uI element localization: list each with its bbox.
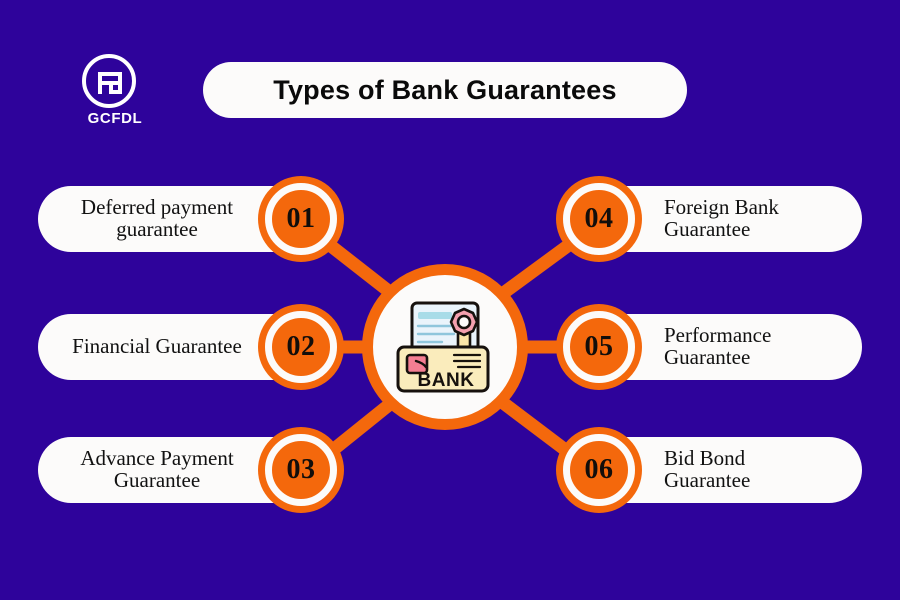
item-badge-05[interactable]: 05 <box>563 311 635 383</box>
item-number-05: 05 <box>584 331 614 362</box>
item-number-06: 06 <box>584 454 614 485</box>
item-badge-04[interactable]: 04 <box>563 183 635 255</box>
item-number-04: 04 <box>584 203 614 234</box>
item-number-01: 01 <box>286 203 316 234</box>
item-label-02: Financial Guarantee <box>72 334 242 359</box>
item-badge-06[interactable]: 06 <box>563 434 635 506</box>
item-number-03: 03 <box>286 454 316 485</box>
item-badge-01[interactable]: 01 <box>265 183 337 255</box>
item-number-02: 02 <box>286 331 316 362</box>
page-title: Types of Bank Guarantees <box>203 62 687 118</box>
bank-guarantee-certificate-icon: BANK <box>392 297 498 397</box>
brand-logo: GCFDL <box>72 52 158 132</box>
brand-name: GCFDL <box>87 110 143 127</box>
center-envelope-label: BANK <box>418 370 475 391</box>
item-badge-03[interactable]: 03 <box>265 434 337 506</box>
gcfdl-circle-monogram-icon <box>78 52 140 110</box>
center-hub: BANK <box>362 264 528 430</box>
item-badge-02[interactable]: 02 <box>265 311 337 383</box>
page-title-text: Types of Bank Guarantees <box>273 74 617 105</box>
